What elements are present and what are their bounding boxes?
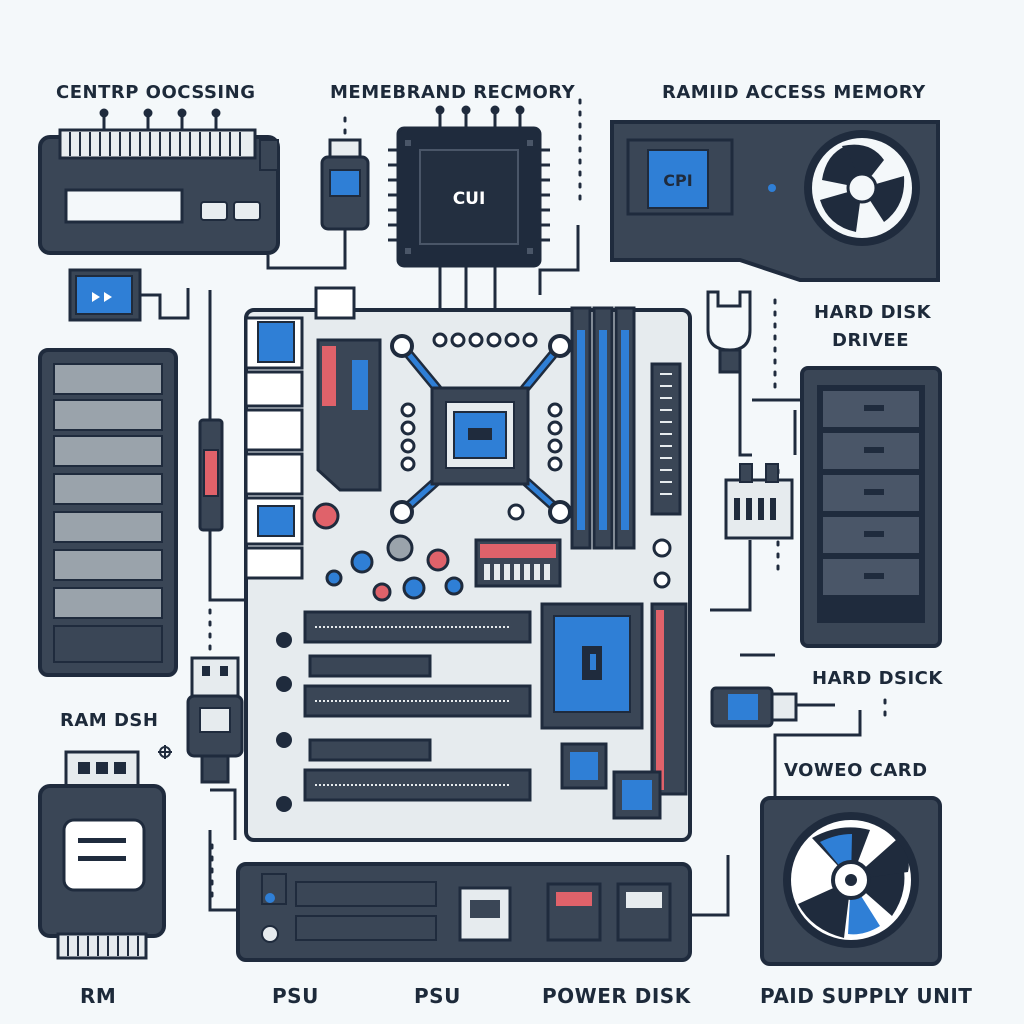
left-usb-plug	[186, 656, 244, 784]
right-plug	[706, 290, 752, 374]
label-video-card: VOWEO CARD	[784, 760, 928, 781]
label-top-right: RAMIID ACCESS MEMORY	[662, 82, 926, 103]
top-left-module	[38, 108, 280, 255]
label-bottom-psu-1: PSU	[272, 984, 319, 1008]
hard-disk-drive	[800, 366, 942, 648]
cpu-chip-label: CUI	[453, 189, 486, 209]
connector-wires	[140, 225, 862, 917]
left-tower	[38, 348, 178, 677]
cpu-chip-top: CUI	[388, 105, 550, 268]
red-fuse	[198, 418, 224, 532]
usb-plug-top	[320, 138, 370, 231]
label-bottom-rm: RM	[80, 984, 117, 1008]
label-hard-dsick: HARD DSICK	[812, 668, 943, 689]
right-connector	[724, 463, 794, 540]
gpu-card: CPI	[610, 120, 940, 282]
label-paid-supply-unit: PAID SUPPLY UNIT	[760, 984, 973, 1008]
label-top-center: MEMEBRAND RECMORY	[330, 82, 576, 103]
label-bottom-psu-2: PSU	[414, 984, 461, 1008]
gpu-chip-label: CPI	[663, 171, 692, 190]
label-ram-dsh: RAM DSH	[60, 710, 159, 731]
right-usb-stick	[710, 686, 798, 728]
motherboard	[244, 286, 692, 842]
label-top-left: CENTRP OOCSSING	[56, 82, 256, 103]
small-blue-module	[68, 268, 142, 322]
label-hard-disk-line2: DRIVEE	[832, 330, 910, 351]
label-hard-disk-line1: HARD DISK	[814, 302, 932, 323]
ram-disk-module	[38, 750, 166, 960]
psu-unit	[236, 862, 692, 962]
small-cross-mark	[158, 745, 172, 759]
psu-fan	[760, 796, 942, 966]
label-power-disk: POWER DISK	[542, 984, 691, 1008]
